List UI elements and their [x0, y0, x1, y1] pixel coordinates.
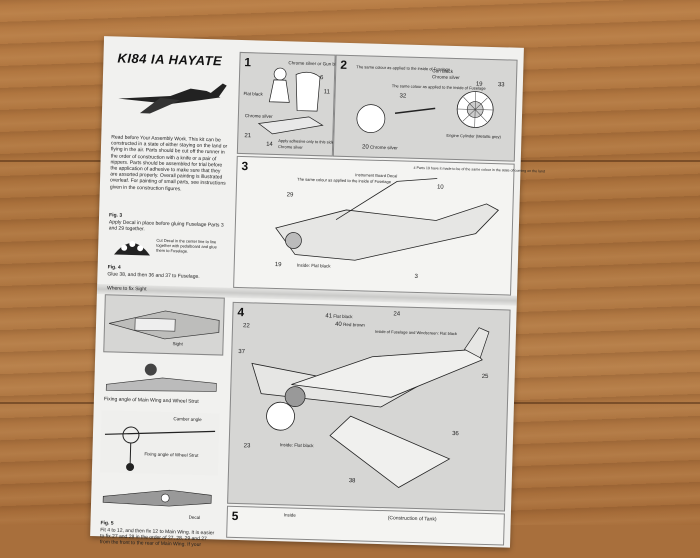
fig3-label: Fig. 3: [108, 212, 123, 219]
plane-side-view: [102, 489, 212, 507]
step-5-number: 5: [231, 508, 239, 524]
step4-part-41: 41: [325, 313, 333, 320]
step4-part-38: 38: [348, 478, 356, 485]
step3-label-4: Inside: Flat black: [296, 262, 331, 269]
step4-part-22: 22: [242, 323, 250, 330]
fig4-text: Glue 38, and then 36 and 37 to Fuselage.: [107, 271, 200, 280]
step4-label-2: Red brown: [343, 321, 365, 328]
step1-label-3: Chrome silver: [244, 113, 273, 119]
step1-label-5: Chrome silver: [277, 144, 303, 150]
fig5-label: Fig. 5: [100, 520, 114, 527]
left-column: KI84 IA HAYATE Read before Your Assembly…: [98, 42, 234, 549]
instrument-panel-icon: [113, 241, 150, 256]
step4-label-4: Inside: Flat black: [279, 442, 314, 449]
step1-part-11: 11: [323, 89, 330, 96]
step1-part-21: 21: [244, 133, 252, 140]
step2-label-2: Gun Black: [432, 68, 454, 74]
step3-part-10: 10: [436, 184, 444, 191]
step-1-panel: 1 Chrome silver or Gun black Flat black …: [236, 51, 343, 157]
step-2-panel: 2 The same colour as applied to the insi…: [332, 54, 518, 162]
pilot-seat-drawing: [257, 67, 324, 135]
step1-part-6: 6: [319, 75, 324, 82]
instruction-sheet: KI84 IA HAYATE Read before Your Assembly…: [90, 36, 545, 549]
wing-angle-figure: Camber angle Fixing angle of Wheel Strut: [99, 410, 220, 476]
step5-label-2: (Construction of Tank): [387, 515, 437, 523]
step3-part-3: 3: [414, 273, 418, 280]
sight-part-label: Sight: [172, 341, 183, 347]
step4-part-24: 24: [393, 311, 401, 318]
step-3-panel: 3 The same colour as applied to the insi…: [233, 155, 545, 296]
step4-part-25: 25: [481, 373, 489, 380]
step4-label-1: Flat black: [333, 313, 353, 320]
step5-label-1: Inside: [283, 512, 296, 518]
decal-label: Decal: [188, 514, 201, 521]
step4-part-40: 40: [335, 321, 342, 328]
step-4-panel: 4 Flat black Red brown Inside of Fuselag…: [227, 301, 511, 512]
step2-label-6: Chrome silver: [370, 144, 398, 151]
step-5-panel: 5 Inside (Construction of Tank): [226, 505, 505, 546]
step4-part-23: 23: [243, 443, 251, 450]
fig4-label: Fig. 4: [107, 264, 121, 271]
cockpit-pilot-illustration: [105, 363, 217, 392]
sight-heading: Where to fix Sight: [106, 285, 147, 293]
fuselage-top-view: [108, 310, 220, 340]
step2-label-3: Chrome silver: [432, 74, 460, 81]
wing-assembly-drawing: [251, 327, 490, 489]
step3-part-29: 29: [286, 192, 294, 199]
step2-part-20: 20: [361, 144, 369, 151]
step2-part-32: 32: [399, 93, 407, 100]
fig3-text: Apply Decal in place before gluing Fusel…: [108, 219, 224, 233]
intro-text: Read before Your Assembly Work. This kit…: [109, 134, 228, 192]
step2-part-33: 33: [497, 82, 505, 89]
step3-part-19: 19: [274, 261, 282, 269]
sight-figure: Sight: [103, 294, 225, 356]
plane-front-view: [104, 426, 216, 472]
airplane-silhouette-icon: [118, 83, 227, 114]
fig3-note: Cut Decal in the center line to line tog…: [156, 237, 217, 254]
wing-angle-heading: Fixing angle of Main Wing and Wheel Stru…: [103, 396, 199, 405]
step4-part-36: 36: [452, 431, 459, 438]
step1-part-14: 14: [266, 141, 273, 148]
step2-part-19: 19: [475, 81, 483, 88]
step4-part-37: 37: [238, 349, 246, 356]
step1-label-2: Flat black: [243, 91, 263, 97]
camber-angle-label: Camber angle: [173, 416, 202, 423]
fuselage-assembly-drawing: [275, 178, 500, 261]
engine-drawing: [356, 91, 494, 133]
fig5-text: Fit 4 to 12, and then fix 12 to Main Win…: [99, 527, 215, 549]
